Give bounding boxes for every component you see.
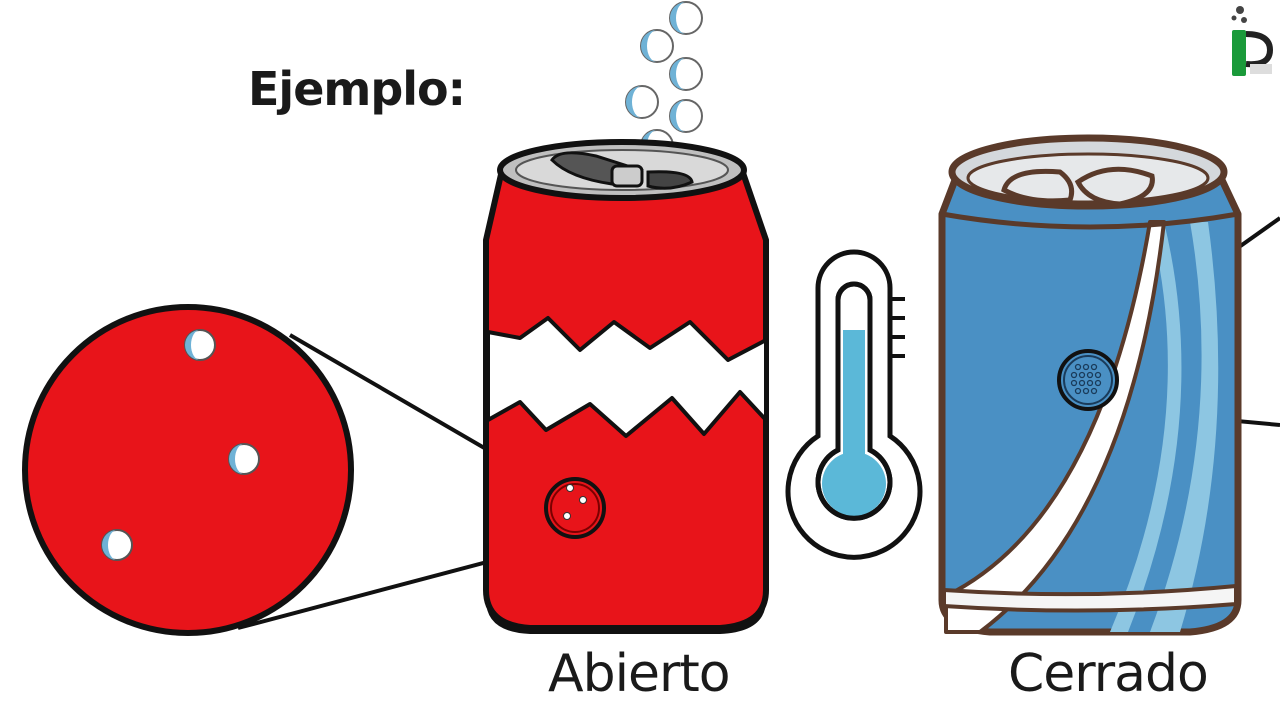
label-open-can: Abierto xyxy=(548,644,731,704)
open-can-icon xyxy=(483,139,769,634)
bubble-icon xyxy=(228,443,260,475)
bubble-icon xyxy=(640,29,674,63)
thermometer-icon xyxy=(785,249,923,560)
closed-can-icon xyxy=(938,134,1242,636)
heading-example: Ejemplo: xyxy=(248,62,466,116)
bubble-icon xyxy=(625,85,659,119)
logo-icon xyxy=(1231,6,1274,76)
bubble-icon xyxy=(101,529,133,561)
bubble-icon xyxy=(669,57,703,91)
bubble-icon xyxy=(669,1,703,35)
magnifier-circle-icon xyxy=(544,477,606,539)
rising-bubbles xyxy=(625,1,703,163)
magnifier-circle-icon xyxy=(1057,349,1119,411)
label-closed-can: Cerrado xyxy=(1008,644,1209,704)
bubble-icon xyxy=(184,329,216,361)
magnified-circle xyxy=(22,304,354,636)
bubble-icon xyxy=(669,99,703,133)
